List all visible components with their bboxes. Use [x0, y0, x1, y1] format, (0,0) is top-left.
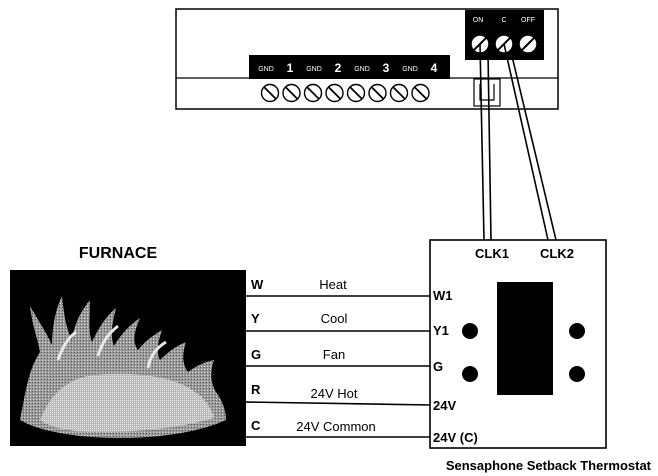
wire-w-code: W: [251, 277, 264, 292]
relay-screw-off: [518, 34, 538, 54]
strip-screw: [368, 83, 387, 103]
clk2-wire-inner: [510, 51, 557, 241]
relay-label-on: ON: [473, 17, 484, 24]
relay-label-off: OFF: [521, 17, 535, 24]
wire-y: Y Cool: [246, 311, 432, 332]
thermostat: CLK1 CLK2 W1 Y1 G 24V 24V (C): [429, 239, 607, 449]
wire-g-code: G: [251, 347, 261, 362]
input-terminal-strip: [249, 55, 450, 79]
controller-connector: [473, 78, 501, 107]
clk1-wire: [479, 43, 485, 241]
wire-g-label: Fan: [323, 347, 345, 362]
furnace-flame-image: [10, 270, 246, 446]
strip-screw: [303, 83, 323, 103]
wire-c-code: C: [251, 418, 261, 433]
clk1-wire-inner: [487, 51, 492, 241]
thermostat-button-left-top: [462, 323, 478, 339]
strip-screw: [389, 83, 409, 103]
strip-screw: [411, 83, 430, 103]
strip-label-gnd-1: GND: [258, 66, 274, 73]
terminal-y1-label: Y1: [433, 323, 449, 338]
thermostat-clk2-label: CLK2: [540, 246, 574, 261]
wire-w: W Heat: [246, 277, 432, 297]
strip-label-3: 3: [383, 61, 390, 75]
wire-y-label: Cool: [321, 311, 348, 326]
terminal-24vc-label: 24V (C): [433, 430, 478, 445]
wire-w-label: Heat: [319, 277, 347, 292]
strip-screw: [325, 83, 344, 103]
thermostat-button-right-top: [569, 323, 585, 339]
strip-label-2: 2: [335, 61, 342, 75]
strip-screw: [260, 83, 280, 103]
strip-label-gnd-4: GND: [402, 66, 418, 73]
strip-label-gnd-3: GND: [354, 66, 370, 73]
thermostat-display: [497, 282, 553, 395]
wire-c-label: 24V Common: [296, 419, 375, 434]
strip-labels: GND 1 GND 2 GND 3 GND 4: [258, 61, 437, 75]
thermostat-clk1-label: CLK1: [475, 246, 509, 261]
controller-unit: ON C OFF GND 1 GND 2 GND 3 GND 4: [175, 8, 559, 110]
thermostat-body: [429, 239, 607, 449]
strip-label-4: 4: [431, 61, 438, 75]
strip-screw: [346, 83, 366, 103]
strip-screws: [260, 83, 430, 103]
wire-r-code: R: [251, 382, 261, 397]
wire-c: C 24V Common: [246, 418, 432, 438]
relay-label-c: C: [501, 17, 506, 24]
thermostat-button-right-bottom: [569, 366, 585, 382]
furnace-title: FURNACE: [79, 245, 158, 262]
clk2-wire: [503, 43, 549, 241]
strip-screw: [282, 83, 301, 103]
strip-label-1: 1: [287, 61, 294, 75]
strip-label-gnd-2: GND: [306, 66, 322, 73]
wire-g: G Fan: [246, 347, 432, 367]
thermostat-button-left-bottom: [462, 366, 478, 382]
wire-y-code: Y: [251, 311, 260, 326]
terminal-w1-label: W1: [433, 288, 453, 303]
wire-r: R 24V Hot: [245, 382, 433, 406]
terminal-24v-label: 24V: [433, 398, 456, 413]
wire-r-label: 24V Hot: [311, 386, 358, 401]
thermostat-name: Sensaphone Setback Thermostat: [446, 458, 652, 473]
terminal-g-label: G: [433, 359, 443, 374]
